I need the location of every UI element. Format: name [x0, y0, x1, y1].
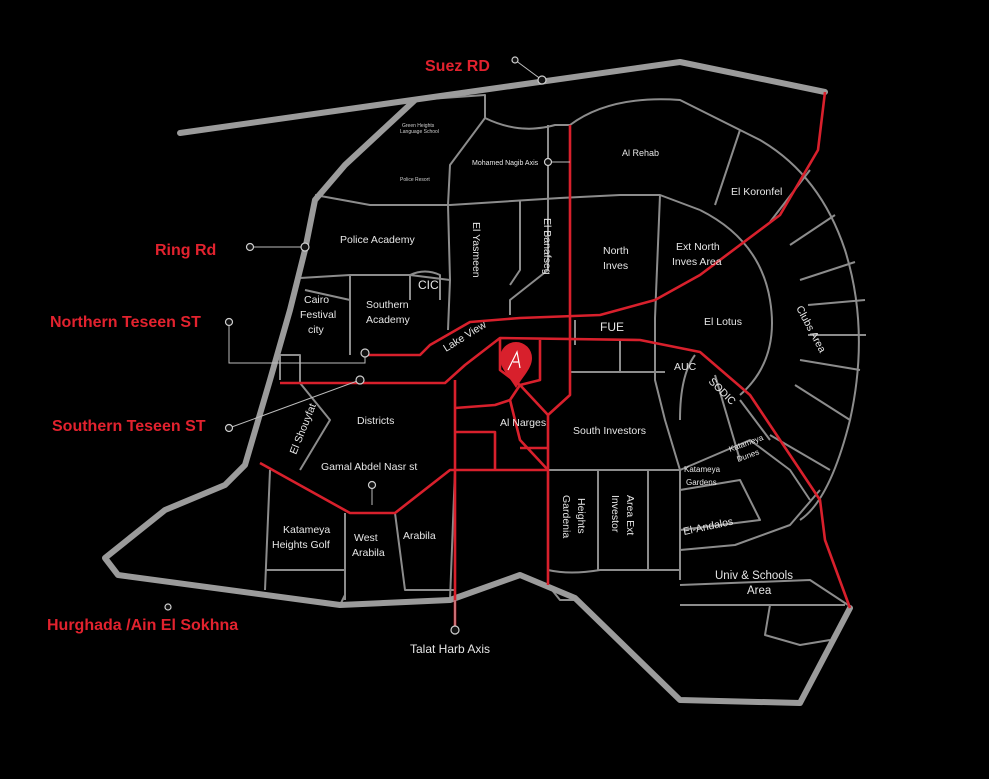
- label-north-inves-1: North: [603, 245, 629, 257]
- label-suez-rd: Suez RD: [425, 58, 490, 75]
- label-arabila: Arabila: [403, 530, 436, 542]
- label-cairo-festival-3: city: [308, 324, 325, 336]
- label-katameya-heights-golf-1: Katameya: [283, 524, 330, 536]
- label-cic: CIC: [418, 278, 439, 292]
- label-gamal-abdel-nasr: Gamal Abdel Nasr st: [321, 461, 417, 473]
- label-clubs-area: Clubs Area: [793, 304, 828, 355]
- location-pin-icon[interactable]: [500, 342, 532, 388]
- label-police-academy: Police Academy: [340, 234, 415, 246]
- label-ext-north-inves-1: Ext North: [676, 241, 720, 253]
- label-northern-teseen: Northern Teseen ST: [50, 314, 201, 331]
- ring-road: [102, 97, 853, 706]
- label-ring-rd: Ring Rd: [155, 242, 216, 259]
- label-auc: AUC: [674, 361, 697, 373]
- label-cairo-festival-1: Cairo: [304, 294, 329, 306]
- label-katameya-gardens-2: Gardens: [686, 478, 717, 487]
- label-katameya-heights-golf-2: Heights Golf: [272, 539, 330, 551]
- label-el-banafseg: El Banafseg: [541, 218, 553, 275]
- label-ext-north-inves-2: Inves Area: [672, 256, 722, 268]
- label-southern-academy-2: Academy: [366, 314, 411, 326]
- area-labels: Green Heights Language School Police Res…: [272, 123, 828, 597]
- label-el-koronfel: El Koronfel: [731, 186, 782, 198]
- label-green-heights-2: Language School: [400, 129, 439, 135]
- label-districts: Districts: [357, 415, 394, 427]
- label-fue: FUE: [600, 320, 624, 334]
- label-al-narges: Al Narges: [500, 417, 546, 429]
- leader-lines: [164, 56, 570, 635]
- label-mohamed-nagib: Mohamed Nagib Axis: [472, 160, 539, 167]
- label-hurghada: Hurghada /Ain El Sokhna: [47, 617, 238, 634]
- label-west-arabila-2: Arabila: [352, 547, 385, 559]
- label-univ-schools-2: Area: [747, 585, 772, 597]
- label-investor-area-ext-2: Area Ext: [624, 495, 636, 535]
- label-north-inves-2: Inves: [603, 260, 628, 272]
- label-south-investors: South Investors: [573, 425, 646, 437]
- label-gardenia-heights-1: Gardenia: [560, 495, 572, 538]
- label-police-resort: Police Resort: [400, 177, 430, 183]
- label-southern-teseen: Southern Teseen ST: [52, 418, 206, 435]
- label-el-yasmeen: El Yasmeen: [470, 222, 482, 278]
- highlighted-roads: [259, 91, 852, 630]
- label-univ-schools-1: Univ & Schools: [715, 570, 793, 582]
- minor-roads: [264, 94, 866, 646]
- label-katameya-gardens-1: Katameya: [684, 465, 721, 474]
- label-talat-harb: Talat Harb Axis: [410, 642, 490, 656]
- label-gardenia-heights-2: Heights: [575, 498, 587, 534]
- label-cairo-festival-2: Festival: [300, 309, 336, 321]
- label-west-arabila-1: West: [354, 532, 378, 544]
- label-southern-academy-1: Southern: [366, 299, 409, 311]
- label-al-rehab: Al Rehab: [622, 148, 659, 158]
- label-el-lotus: El Lotus: [704, 316, 742, 328]
- suez-road: [177, 59, 828, 136]
- label-green-heights-1: Green Heights: [402, 123, 435, 129]
- label-el-andalos: El-Andalos: [682, 516, 734, 538]
- label-investor-area-ext-1: Investor: [609, 495, 621, 533]
